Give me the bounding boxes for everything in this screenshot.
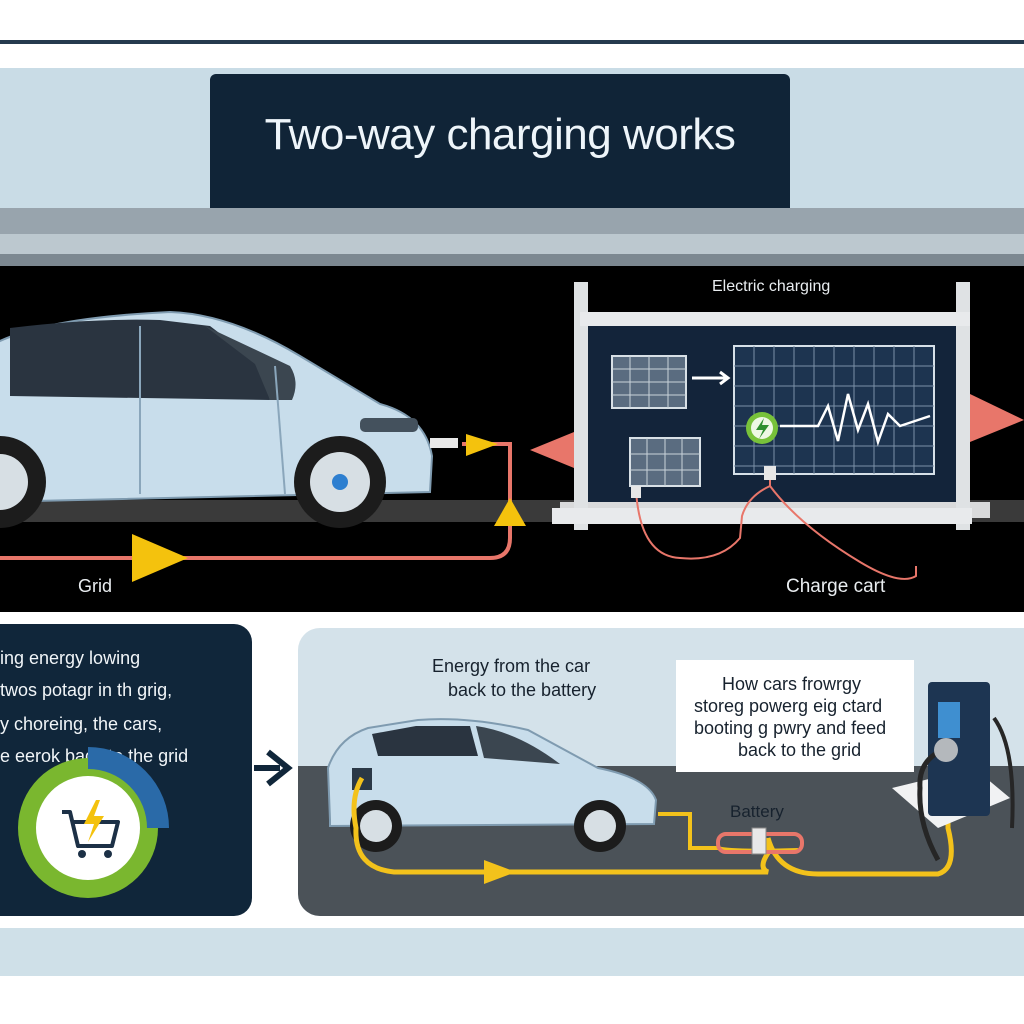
station-cable xyxy=(769,485,917,580)
station-cable xyxy=(635,466,771,560)
arrow-right-icon xyxy=(466,434,498,456)
solar-panel-icon xyxy=(629,437,701,487)
lower-scene: Energy from the car back to the battery … xyxy=(298,628,1024,916)
electric-car-lower xyxy=(326,718,658,852)
arrow-right-icon xyxy=(484,860,516,884)
energy-from-car-label: Energy from the car xyxy=(432,656,591,676)
arrow-right-icon xyxy=(692,370,731,386)
arrow-left-icon xyxy=(530,432,574,468)
callout-text: How cars frowrgy xyxy=(722,674,862,694)
arrow-right-icon xyxy=(970,394,1024,442)
lower-scene-graphic xyxy=(298,682,1024,916)
info-text: y choreing, the cars, xyxy=(0,714,163,734)
electric-charging-label: Electric charging xyxy=(712,278,831,295)
canopy-band xyxy=(0,234,1024,254)
energy-monitor xyxy=(733,345,935,475)
energy-from-car-label: back to the battery xyxy=(448,680,597,700)
footer-band xyxy=(0,928,1024,976)
page-title: Two-way charging works xyxy=(264,110,736,159)
title-box xyxy=(210,74,790,208)
badge-ring-accent xyxy=(87,747,169,829)
battery-connector xyxy=(751,827,767,855)
electric-car-upper xyxy=(0,310,458,528)
grid-label: Grid xyxy=(78,576,113,596)
arrow-up-icon xyxy=(494,498,526,526)
shopping-cart-icon xyxy=(62,810,120,858)
return-cable xyxy=(351,776,771,875)
charge-cart-label: Charge cart xyxy=(786,576,886,597)
top-rule xyxy=(0,40,1024,44)
info-text: twos potagr in th grig, xyxy=(0,680,173,700)
lightning-icon xyxy=(84,800,104,842)
upper-scene-graphic xyxy=(0,282,1024,582)
solar-panel-icon xyxy=(611,355,687,409)
upper-scene: Electric charging Grid Charge cart xyxy=(0,266,1024,612)
canopy-band xyxy=(0,254,1024,266)
arrow-right-icon xyxy=(132,534,188,582)
battery-label: Battery xyxy=(730,802,784,821)
info-panel: ing energy lowing twos potagr in th grig… xyxy=(0,624,252,916)
callout-text: back to the grid xyxy=(738,740,862,760)
callout-text: storeg powerg eig ctard xyxy=(694,696,883,716)
callout-box: How cars frowrgy storeg powerg eig ctard… xyxy=(676,660,914,772)
station-cable xyxy=(765,788,954,877)
info-text: ing energy lowing xyxy=(0,648,141,668)
cart-badge-graphic xyxy=(18,747,169,898)
charging-station xyxy=(892,682,1015,862)
canopy-band xyxy=(0,208,1024,234)
callout-text: booting g pwry and feed xyxy=(694,718,887,738)
badge-center xyxy=(36,776,140,880)
grid-cable xyxy=(0,442,512,560)
